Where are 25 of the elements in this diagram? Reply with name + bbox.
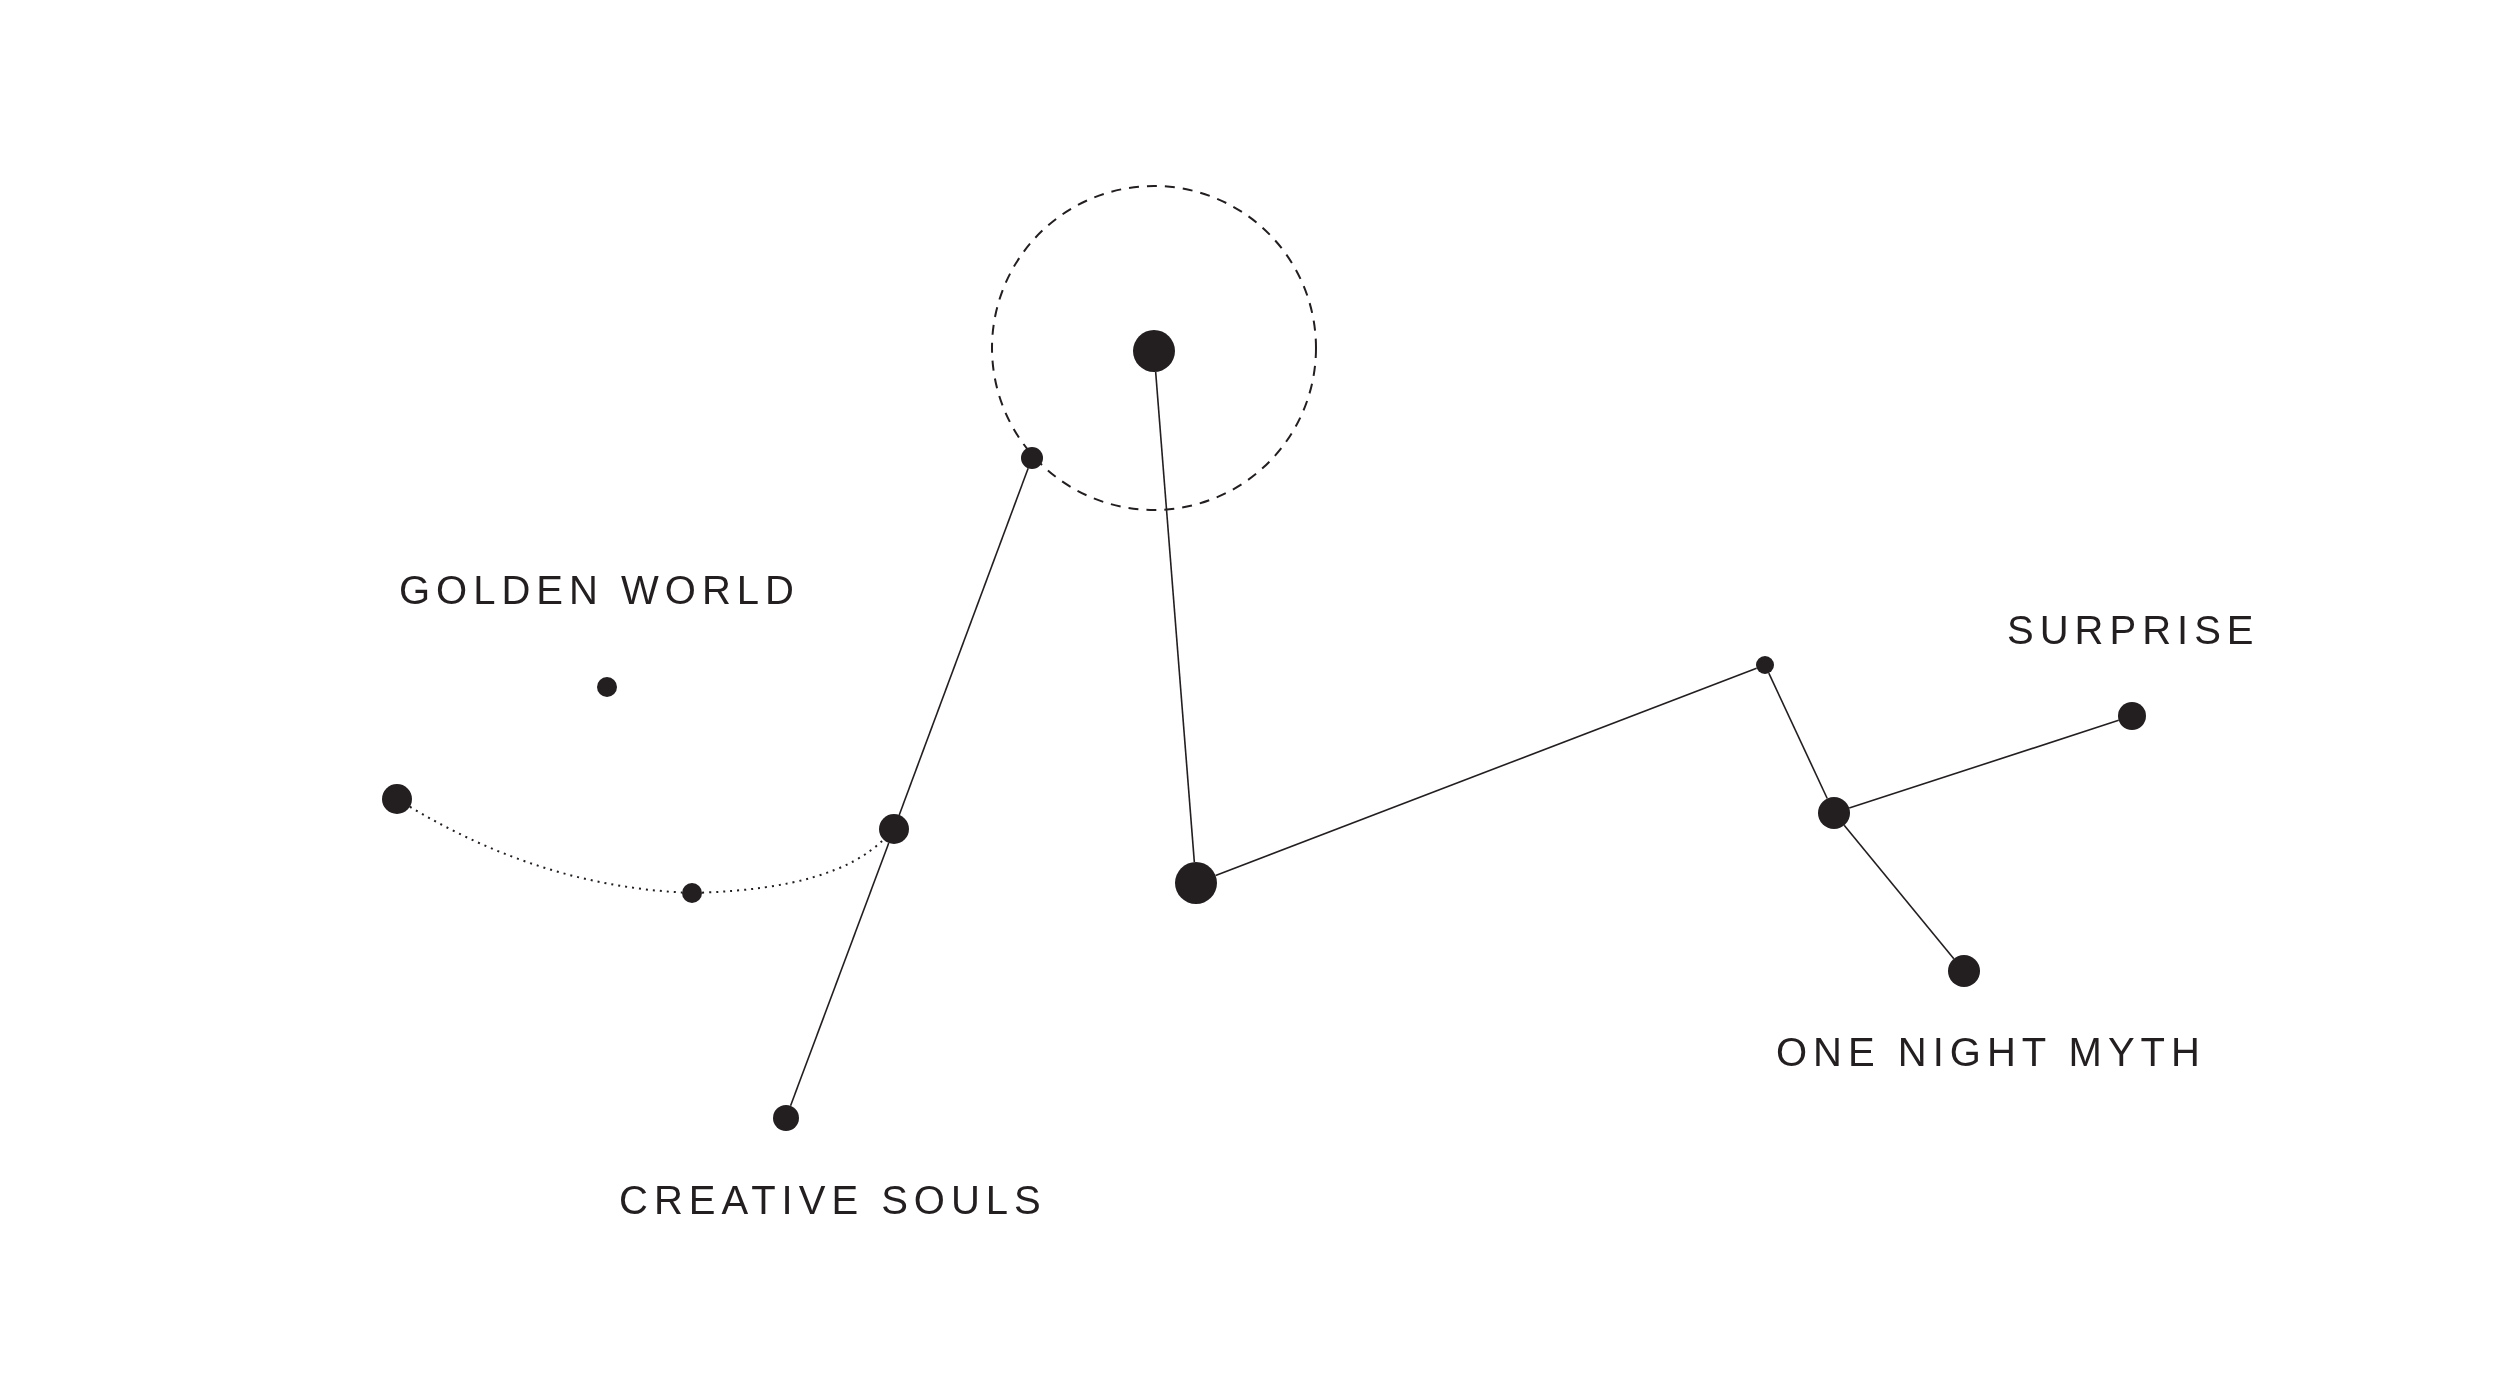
star-dot	[1175, 862, 1217, 904]
dotted-line	[408, 805, 683, 894]
dotted-line	[701, 838, 885, 894]
star-label: ONE NIGHT MYTH	[1776, 1032, 2206, 1072]
star-dot	[773, 1105, 799, 1131]
star-dot	[1948, 955, 1980, 987]
star-label: GOLDEN WORLD	[399, 570, 800, 610]
connector-line	[1843, 824, 1955, 960]
connector-line	[789, 842, 890, 1107]
connector-line	[1768, 672, 1829, 800]
star-dot	[1021, 447, 1043, 469]
star-dot	[597, 677, 617, 697]
star-dot	[879, 814, 909, 844]
star-dot	[1818, 797, 1850, 829]
star-dot	[682, 883, 702, 903]
connector-line	[1154, 371, 1196, 863]
connector-line	[1848, 719, 2120, 809]
star-label: CREATIVE SOULS	[619, 1180, 1047, 1220]
star-label: SURPRISE	[2007, 610, 2260, 650]
star-dot	[382, 784, 412, 814]
connector-line	[1214, 667, 1758, 877]
star-dot	[2118, 702, 2146, 730]
star-dot	[1756, 656, 1774, 674]
connector-line	[898, 467, 1029, 816]
star-dot	[1133, 330, 1175, 372]
